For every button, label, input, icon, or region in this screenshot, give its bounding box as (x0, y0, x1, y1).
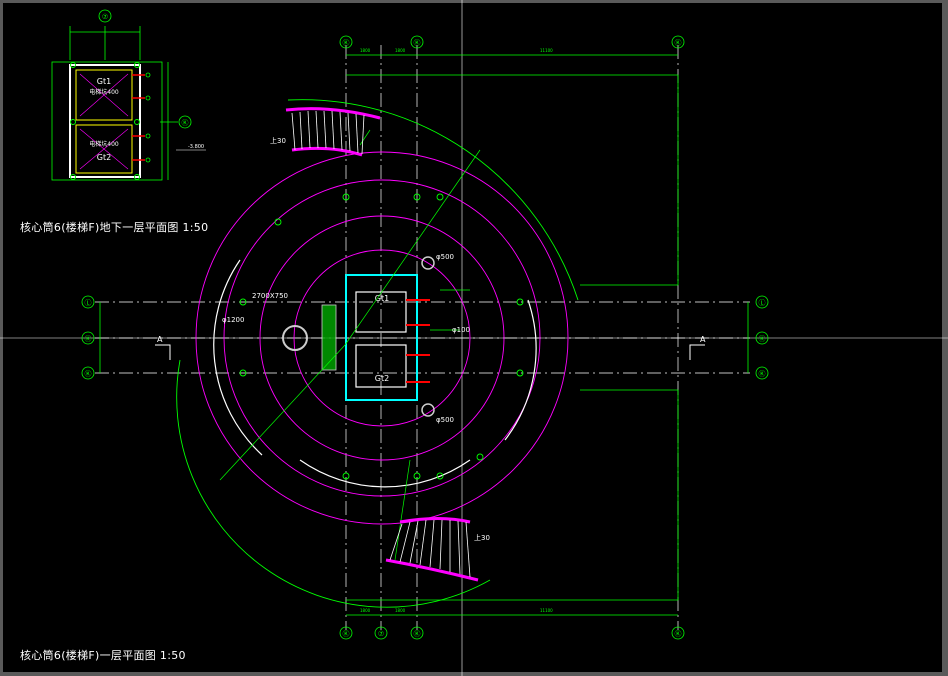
svg-text:1800: 1800 (395, 48, 406, 53)
basement-lift-1-label: Gt1 (97, 77, 111, 86)
svg-text:11100: 11100 (540, 608, 553, 613)
opening-top-label: φ500 (436, 253, 454, 261)
axis-label: Ⓚ (675, 39, 682, 47)
stair-bottom-label: 上30 (474, 533, 490, 542)
basement-level: -3.800 (188, 144, 204, 150)
stair-top: 上30 (270, 107, 381, 157)
axis-label: Ⓚ (414, 39, 421, 47)
section-mark-right: A (700, 335, 706, 344)
ground-lift-1-label: Gt1 (375, 294, 389, 303)
basement-lift-2-label: Gt2 (97, 153, 111, 162)
axis-label: Ⓚ (85, 370, 92, 378)
axis-label: ⑦ (378, 630, 384, 638)
opening-left-label: φ1200 (222, 316, 244, 324)
svg-text:11100: 11100 (540, 48, 553, 53)
basement-lift-2-note: 电梯坑400 (89, 140, 119, 148)
axis-label: Ⓚ (759, 370, 766, 378)
axis-bubble-7 (98, 9, 112, 23)
svg-text:1800: 1800 (360, 608, 371, 613)
section-mark-left: A (157, 335, 163, 344)
duct-label: 2700X750 (252, 292, 288, 300)
axis-label: Ⓛ (85, 299, 92, 307)
axis-label: Ⓛ (759, 299, 766, 307)
basement-plan-title: 核心筒6(楼梯F)地下一层平面图 1:50 (20, 221, 209, 234)
basement-plan: ⑦ Gt1 电梯坑400 电梯坑400 Gt2 (51, 9, 206, 181)
ground-lift-2-label: Gt2 (375, 374, 389, 383)
svg-text:1800: 1800 (360, 48, 371, 53)
axis-label: Ⓚ (343, 39, 350, 47)
axis-label: Ⓚ (759, 335, 766, 343)
opening-bottom-label: φ500 (436, 416, 454, 424)
axis-label: ⑦ (102, 13, 108, 21)
axis-label: Ⓚ (182, 119, 189, 127)
axis-label: Ⓚ (343, 630, 350, 638)
axis-label: Ⓚ (85, 335, 92, 343)
axis-label: Ⓚ (675, 630, 682, 638)
stair-bottom: 上30 (385, 517, 490, 582)
svg-text:1800: 1800 (395, 608, 406, 613)
axis-bubble-k (178, 115, 192, 129)
opening-mid-label: φ100 (452, 326, 470, 334)
stair-top-label: 上30 (270, 136, 286, 145)
ground-plan-title: 核心筒6(楼梯F)一层平面图 1:50 (20, 649, 186, 662)
axis-label: Ⓚ (414, 630, 421, 638)
basement-lift-1-note: 电梯坑400 (89, 88, 119, 96)
opening-circle-left (282, 325, 308, 351)
